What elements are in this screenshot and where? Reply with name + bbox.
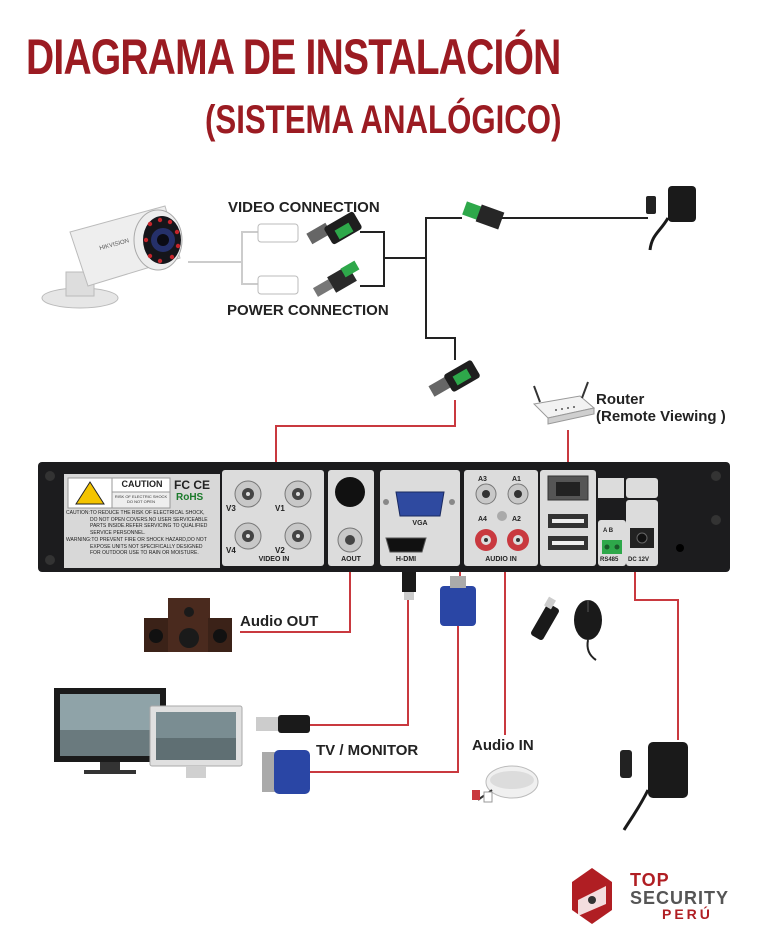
bullet-camera-icon: HIKVISION xyxy=(41,205,183,309)
dc12v-port xyxy=(630,528,654,548)
usb-drive-icon xyxy=(531,596,559,640)
caution-line-2: DO NOT OPEN COVERS.NO USER SERVICEABLE xyxy=(90,516,208,523)
power-adapter-bottom-icon xyxy=(620,742,688,831)
v3-label: V3 xyxy=(226,504,236,513)
bnc-port-v1 xyxy=(284,480,312,508)
router-sub-label: (Remote Viewing ) xyxy=(596,408,726,425)
audio-in-ports xyxy=(475,483,529,551)
bnc-port-v2 xyxy=(284,522,312,550)
monitor-icon xyxy=(54,688,243,778)
power-connection-label: POWER CONNECTION xyxy=(227,302,389,319)
caution-line-3: PARTS INSIDE.REFER SERVICING TO QUALIFIE… xyxy=(90,523,208,529)
video-in-port-label: VIDEO IN xyxy=(258,556,290,563)
rs485-port xyxy=(602,540,622,554)
logo-line-3: PERÚ xyxy=(662,906,713,922)
dc-pigtail-icon xyxy=(312,260,360,297)
warning-line-3: FOR OUTDOOR USE TO RAIN OR MOISTURE. xyxy=(90,550,199,556)
fc-ce-label: FC CE xyxy=(174,478,210,492)
dc12v-label: DC 12V xyxy=(628,557,650,563)
camera-plugs-icon xyxy=(257,223,299,295)
caution-text: CAUTION:TO REDUCE THE RISK OF ELECTRICAL… xyxy=(66,510,208,557)
router-icon xyxy=(532,381,596,425)
a2-label: A2 xyxy=(512,516,521,523)
hdmi-port xyxy=(385,537,427,553)
logo-line-2: SECURITY xyxy=(630,888,730,908)
v2-label: V2 xyxy=(275,546,285,555)
company-logo: TOP SECURITY PERÚ xyxy=(572,868,752,928)
caution-title: CAUTION xyxy=(121,479,163,489)
vga-plug-monitor-icon xyxy=(262,750,310,794)
warning-line-1: WARNING:TO PREVENT FIRE OR SHOCK HAZARD,… xyxy=(66,537,207,543)
vga-port xyxy=(383,491,455,517)
audio-out-label: Audio OUT xyxy=(240,613,319,630)
logo-line-1: TOP xyxy=(630,870,670,890)
bnc-port-v3 xyxy=(234,480,262,508)
caution-line-1: CAUTION:TO REDUCE THE RISK OF ELECTRICAL… xyxy=(66,510,205,516)
a1-label: A1 xyxy=(512,476,521,483)
video-connection-label: VIDEO CONNECTION xyxy=(228,199,380,216)
bnc-balun-icon xyxy=(306,211,362,245)
warning-line-2: EXPOSE UNITS NOT SPECIFICALLY DESIGNED xyxy=(90,543,203,550)
mouse-icon xyxy=(574,600,602,661)
audio-in-label: Audio IN xyxy=(472,737,534,754)
page-subtitle: (SISTEMA ANALÓGICO) xyxy=(205,98,562,142)
router-label: Router xyxy=(596,391,645,408)
page-title: DIAGRAMA DE INSTALACIÓN xyxy=(26,29,561,85)
tv-monitor-label: TV / MONITOR xyxy=(316,742,419,759)
power-adapter-icon xyxy=(646,186,696,251)
rs485-label: RS485 xyxy=(600,557,619,563)
vga-cable-plug-icon xyxy=(440,576,476,626)
rohs-label: RoHS xyxy=(176,492,204,503)
a3-label: A3 xyxy=(478,476,487,483)
microphone-icon xyxy=(472,765,539,803)
hdmi-cable-plug-icon xyxy=(402,572,416,600)
bnc-port-v4 xyxy=(234,522,262,550)
hdmi-plug-monitor-icon xyxy=(256,715,310,733)
video-power-wiring xyxy=(360,217,648,360)
v1-label: V1 xyxy=(275,504,285,513)
aout-ports xyxy=(335,477,365,553)
bnc-balun-bottom-icon xyxy=(428,360,480,397)
caution-line-4: SERVICE PERSONNEL. xyxy=(90,529,146,536)
a4-label: A4 xyxy=(478,516,487,523)
hdmi-port-label: H-DMI xyxy=(395,556,417,563)
aout-port-label: AOUT xyxy=(341,556,361,563)
v4-label: V4 xyxy=(226,546,236,555)
vga-port-label: VGA xyxy=(412,520,428,527)
top-security-logo-icon xyxy=(572,868,612,924)
lan-usb-ports xyxy=(547,475,589,550)
ground-hole xyxy=(676,544,684,552)
speakers-icon xyxy=(144,598,232,652)
audio-in-port-label: AUDIO IN xyxy=(485,556,517,563)
video-in-ports xyxy=(234,480,312,550)
ab-label: A B xyxy=(603,528,614,534)
dc-female-adapter-icon xyxy=(462,201,505,230)
caution-sub: RISK OF ELECTRIC SHOCK DO NOT OPEN xyxy=(114,494,168,504)
